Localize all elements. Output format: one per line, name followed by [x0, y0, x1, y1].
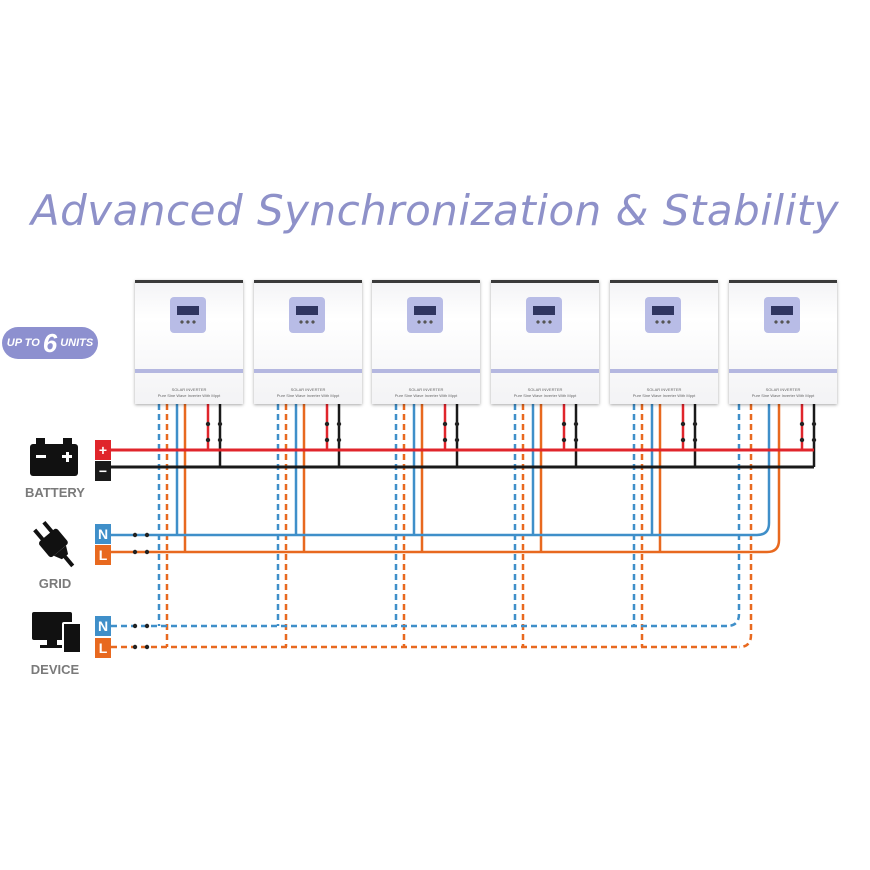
breaker-dot [144, 644, 150, 650]
device-line-terminal: L [95, 638, 111, 658]
panel-buttons [535, 320, 553, 324]
breaker-dot [205, 421, 211, 427]
breaker-dot [336, 437, 342, 443]
lcd-screen [177, 306, 199, 315]
lcd-panel [764, 297, 800, 333]
inverter-label-line2: Pure Sine Wave Inverter With Mppt [632, 393, 696, 398]
device-line-return [738, 404, 753, 649]
breaker-dot [205, 437, 211, 443]
grid-line-terminal: L [95, 545, 111, 565]
lcd-screen [296, 306, 318, 315]
breaker-dot [132, 549, 138, 555]
inverter-label-line2: Pure Sine Wave Inverter With Mppt [394, 393, 458, 398]
lcd-panel [289, 297, 325, 333]
device-label: DEVICE [30, 662, 80, 677]
inverter-label-line1: SOLAR INVERTER [290, 387, 326, 392]
breaker-dot [144, 532, 150, 538]
lcd-screen [771, 306, 793, 315]
accent-stripe [729, 369, 837, 373]
grid-line-return [766, 404, 781, 554]
breaker-dot [144, 549, 150, 555]
breaker-dot [811, 437, 817, 443]
accent-stripe [610, 369, 718, 373]
battery-negative-terminal: − [95, 461, 111, 481]
breaker-dot [324, 437, 330, 443]
device-neutral-return [726, 404, 741, 628]
inverter-label-line1: SOLAR INVERTER [171, 387, 207, 392]
grid-plug-icon [33, 520, 75, 568]
badge-suffix: UNITS [60, 337, 94, 349]
accent-stripe [491, 369, 599, 373]
lcd-panel [170, 297, 206, 333]
breaker-dot [680, 437, 686, 443]
breaker-dot [573, 421, 579, 427]
breaker-dot [573, 437, 579, 443]
panel-buttons [773, 320, 791, 324]
device-neutral-terminal: N [95, 616, 111, 636]
breaker-dot [692, 421, 698, 427]
units-badge: UP TO 6 UNITS [2, 327, 98, 359]
breaker-dot [680, 421, 686, 427]
breaker-dot [692, 437, 698, 443]
breaker-dot [454, 421, 460, 427]
breaker-dot [561, 437, 567, 443]
breaker-dot [561, 421, 567, 427]
breaker-dot [442, 421, 448, 427]
accent-stripe [254, 369, 362, 373]
grid-label: GRID [38, 576, 72, 591]
lcd-panel [526, 297, 562, 333]
breaker-dot [799, 421, 805, 427]
breaker-dot [799, 437, 805, 443]
inverter-label-line2: Pure Sine Wave Inverter With Mppt [751, 393, 815, 398]
lcd-panel [407, 297, 443, 333]
panel-buttons [298, 320, 316, 324]
grid-neutral-return [756, 404, 771, 537]
inverter-label-line1: SOLAR INVERTER [527, 387, 563, 392]
page-title: Advanced Synchronization & Stability [30, 186, 840, 235]
device-icon [32, 612, 82, 658]
inverter-label-line1: SOLAR INVERTER [765, 387, 801, 392]
battery-label: BATTERY [25, 485, 85, 500]
lcd-screen [533, 306, 555, 315]
lcd-screen [414, 306, 436, 315]
breaker-dot [811, 421, 817, 427]
breaker-dot [132, 532, 138, 538]
breaker-dot [132, 623, 138, 629]
badge-prefix: UP TO [6, 337, 40, 349]
inverter-label-line2: Pure Sine Wave Inverter With Mppt [276, 393, 340, 398]
panel-buttons [416, 320, 434, 324]
inverter-label-line2: Pure Sine Wave Inverter With Mppt [513, 393, 577, 398]
breaker-dot [217, 421, 223, 427]
inverter-label-line1: SOLAR INVERTER [408, 387, 444, 392]
inverter-label-line2: Pure Sine Wave Inverter With Mppt [157, 393, 221, 398]
accent-stripe [135, 369, 243, 373]
battery-icon [30, 438, 80, 478]
breaker-dot [217, 437, 223, 443]
badge-number: 6 [42, 328, 58, 358]
breaker-dot [336, 421, 342, 427]
breaker-dot [442, 437, 448, 443]
lcd-panel [645, 297, 681, 333]
breaker-dot [132, 644, 138, 650]
panel-buttons [179, 320, 197, 324]
lcd-screen [652, 306, 674, 315]
breaker-dot [324, 421, 330, 427]
battery-positive-terminal: + [95, 440, 111, 460]
panel-buttons [654, 320, 672, 324]
inverter-label-line1: SOLAR INVERTER [646, 387, 682, 392]
grid-neutral-terminal: N [95, 524, 111, 544]
breaker-dot [144, 623, 150, 629]
accent-stripe [372, 369, 480, 373]
breaker-dot [454, 437, 460, 443]
